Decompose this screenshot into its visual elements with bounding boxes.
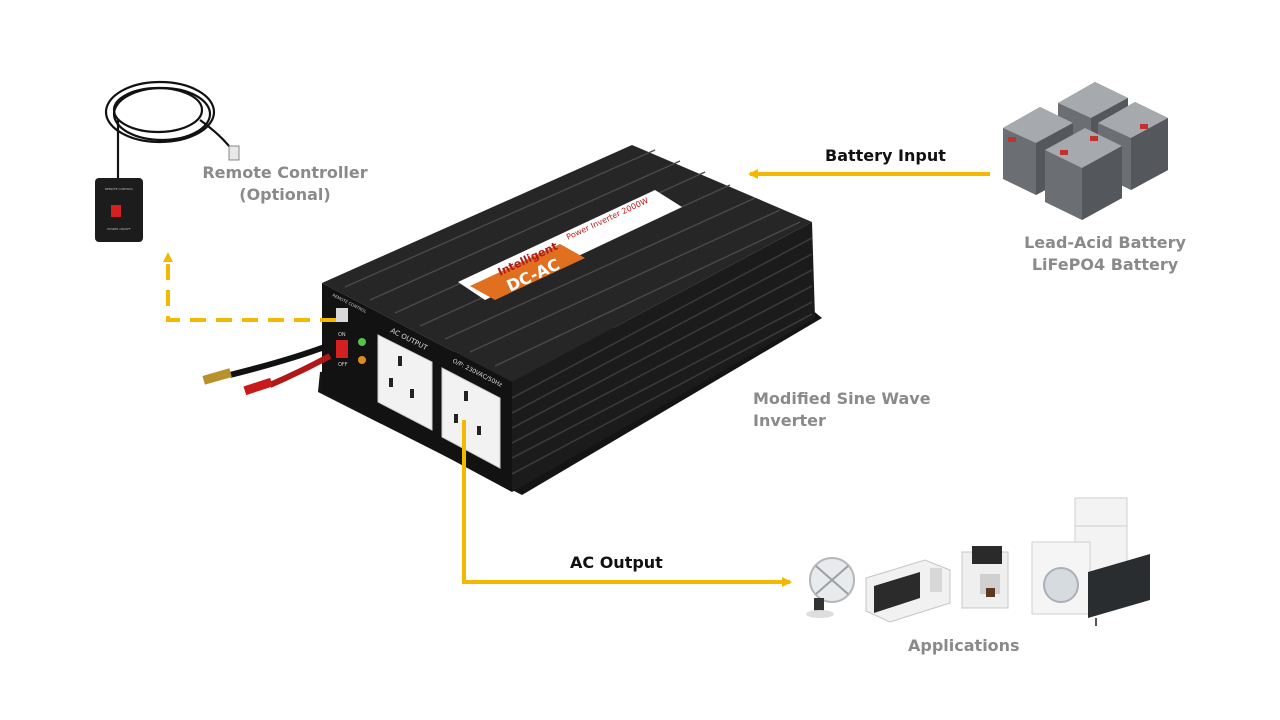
switch-off-print: OFF (338, 362, 348, 368)
applications-label: Applications (908, 636, 1020, 655)
status-led (358, 338, 366, 346)
remote-plug (228, 145, 240, 161)
fan-icon (806, 557, 855, 618)
battery-pack (1003, 82, 1168, 220)
inverter-label: Modified Sine Wave Inverter (753, 388, 931, 432)
tv-icon (1088, 554, 1150, 626)
remote-controller-label: Remote Controller (Optional) (190, 162, 380, 206)
remote-controller: REMOTE CONTROL POWER ON/OFF (95, 80, 240, 242)
battery-label-line2: LiFePO4 Battery (1031, 255, 1179, 274)
fault-led (358, 356, 366, 364)
battery-cell (1045, 128, 1122, 220)
inverter-sticker-band (470, 244, 585, 300)
inverter-unit: Intelligent DC-AC Power Inverter 2000W A… (202, 145, 822, 495)
microwave-icon (865, 559, 951, 623)
battery-input-label: Battery Input (825, 146, 946, 165)
power-switch (336, 340, 348, 358)
remote-print-top: REMOTE CONTROL (105, 187, 134, 191)
washing-machine-icon (1031, 541, 1091, 615)
switch-on-print: ON (338, 332, 346, 338)
ac-socket (441, 367, 501, 469)
coffee-machine-icon (961, 546, 1009, 609)
remote-label-line2: (Optional) (239, 185, 331, 204)
inverter-side-fins (511, 237, 813, 475)
inverter-label-line2: Inverter (753, 411, 826, 430)
inverter-side (512, 222, 815, 492)
ac-output-arrow (462, 420, 792, 587)
applications-icons (806, 497, 1150, 626)
battery-label-line1: Lead-Acid Battery (1024, 233, 1186, 252)
ac-socket (377, 334, 433, 431)
remote-power-button (111, 205, 121, 217)
remote-label-line1: Remote Controller (202, 163, 368, 182)
remote-print-bottom: POWER ON/OFF (107, 227, 131, 231)
dc-cables (202, 342, 332, 396)
remote-cable (104, 80, 233, 180)
inverter-label-line1: Modified Sine Wave (753, 389, 931, 408)
battery-type-label: Lead-Acid Battery LiFePO4 Battery (1010, 232, 1200, 276)
remote-port (336, 308, 348, 322)
ac-output-label: AC Output (570, 553, 663, 572)
remote-link-arrow (163, 252, 336, 322)
